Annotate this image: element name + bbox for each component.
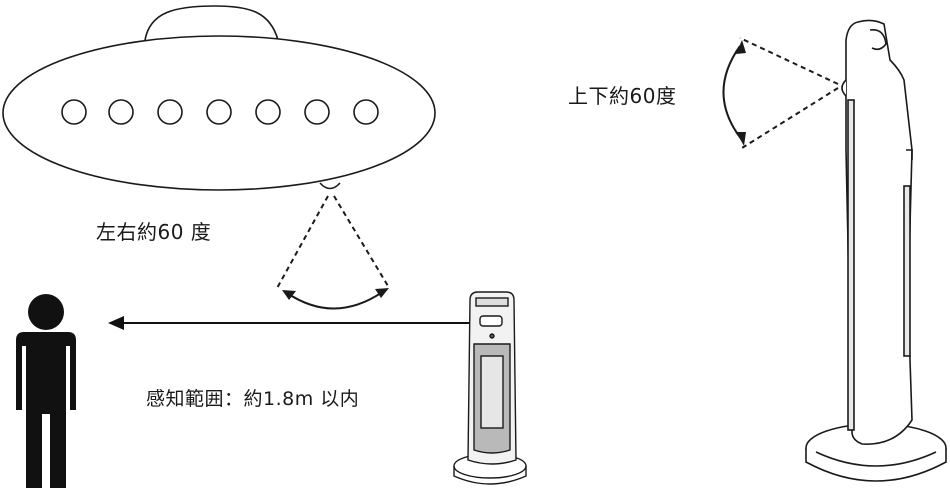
side-base-shadow <box>815 451 937 467</box>
sensor-dot <box>61 99 87 125</box>
side-sensor-bump <box>841 79 847 97</box>
cone-edge-bottom <box>741 87 839 149</box>
arrowhead-bottom <box>736 132 746 146</box>
front-sensor <box>489 333 495 339</box>
arrowhead-right <box>375 288 389 298</box>
heater-top-view <box>2 5 436 191</box>
angle-arc <box>286 290 385 310</box>
side-body <box>845 19 913 445</box>
front-display <box>479 315 503 327</box>
sensor-dot <box>255 99 281 125</box>
front-control-strip <box>475 297 509 307</box>
side-back-vent <box>906 149 913 160</box>
sensor-dot <box>304 99 330 125</box>
sensor-dot <box>353 99 379 125</box>
heater-front-view <box>453 291 527 485</box>
sensor-dot <box>206 99 232 125</box>
horizontal-angle-label: 左右約60 度 <box>96 220 212 244</box>
sensor-bump <box>319 182 341 190</box>
sensor-dot <box>108 99 134 125</box>
arrowhead-left <box>282 290 296 300</box>
front-base-rim <box>453 466 527 485</box>
horizontal-detection-cone <box>275 195 389 310</box>
side-grille-front <box>847 99 855 431</box>
person-icon <box>16 294 76 488</box>
arrowhead-top <box>736 40 746 54</box>
vertical-detection-cone <box>722 37 839 149</box>
distance-arrow <box>108 316 504 330</box>
side-base-rim <box>805 448 947 482</box>
angle-arc <box>722 45 743 141</box>
side-grille-back <box>903 185 911 357</box>
cone-edge-left <box>275 195 329 291</box>
cone-edge-top <box>739 37 839 85</box>
heater-side-view <box>805 19 947 482</box>
sensor-dot <box>157 99 183 125</box>
top-dome <box>144 5 279 41</box>
cone-edge-right <box>333 195 389 287</box>
vertical-angle-label: 上下約60度 <box>568 84 677 108</box>
front-grille <box>480 355 504 429</box>
side-top-notch <box>869 28 887 51</box>
detection-range-label: 感知範囲：約1.8m 以内 <box>146 388 360 410</box>
